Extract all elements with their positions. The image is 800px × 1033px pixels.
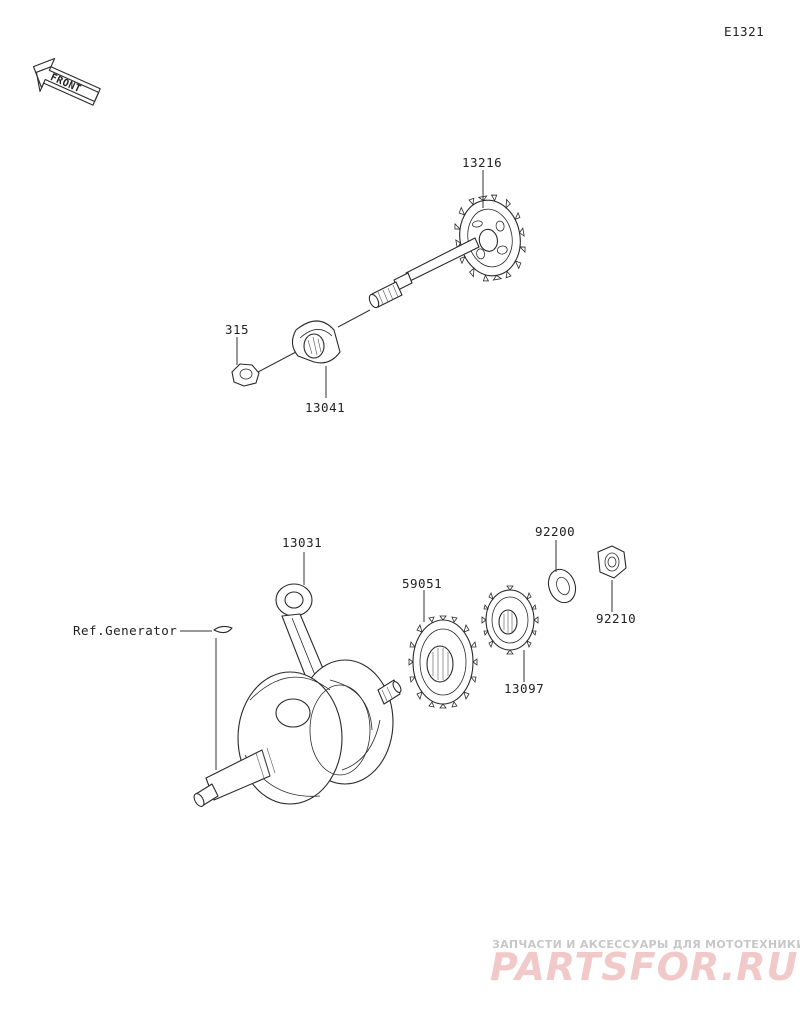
part-label-59051: 59051	[402, 576, 442, 591]
watermark-brand: PARTSFOR.RU	[490, 945, 798, 989]
front-arrow-icon: FRONT	[32, 57, 101, 106]
balancer-shaft-13216	[368, 194, 526, 309]
part-label-92210: 92210	[596, 611, 636, 626]
leader-lines-lower	[180, 540, 613, 770]
washer-92200	[547, 568, 577, 604]
part-label-315: 315	[225, 322, 249, 337]
leader-lines-upper	[236, 170, 484, 398]
nut-92210	[597, 545, 627, 579]
watermark-tagline: ЗАПЧАСТИ И АКСЕССУАРЫ ДЛЯ МОТОТЕХНИКИ	[492, 938, 800, 951]
part-label-13031: 13031	[282, 535, 322, 550]
nut-315	[231, 363, 260, 387]
diagram-id: E1321	[724, 24, 764, 39]
woodruff-key	[213, 625, 233, 634]
gear-59051	[408, 615, 478, 709]
gear-13097	[481, 585, 539, 655]
part-label-92200: 92200	[535, 524, 575, 539]
part-label-13041: 13041	[305, 400, 345, 415]
part-label-13216: 13216	[462, 155, 502, 170]
part-label-13097: 13097	[504, 681, 544, 696]
ref-generator-label: Ref.Generator	[73, 623, 177, 638]
crankshaft-13031	[193, 583, 402, 807]
balancer-weight-13041	[291, 320, 341, 364]
